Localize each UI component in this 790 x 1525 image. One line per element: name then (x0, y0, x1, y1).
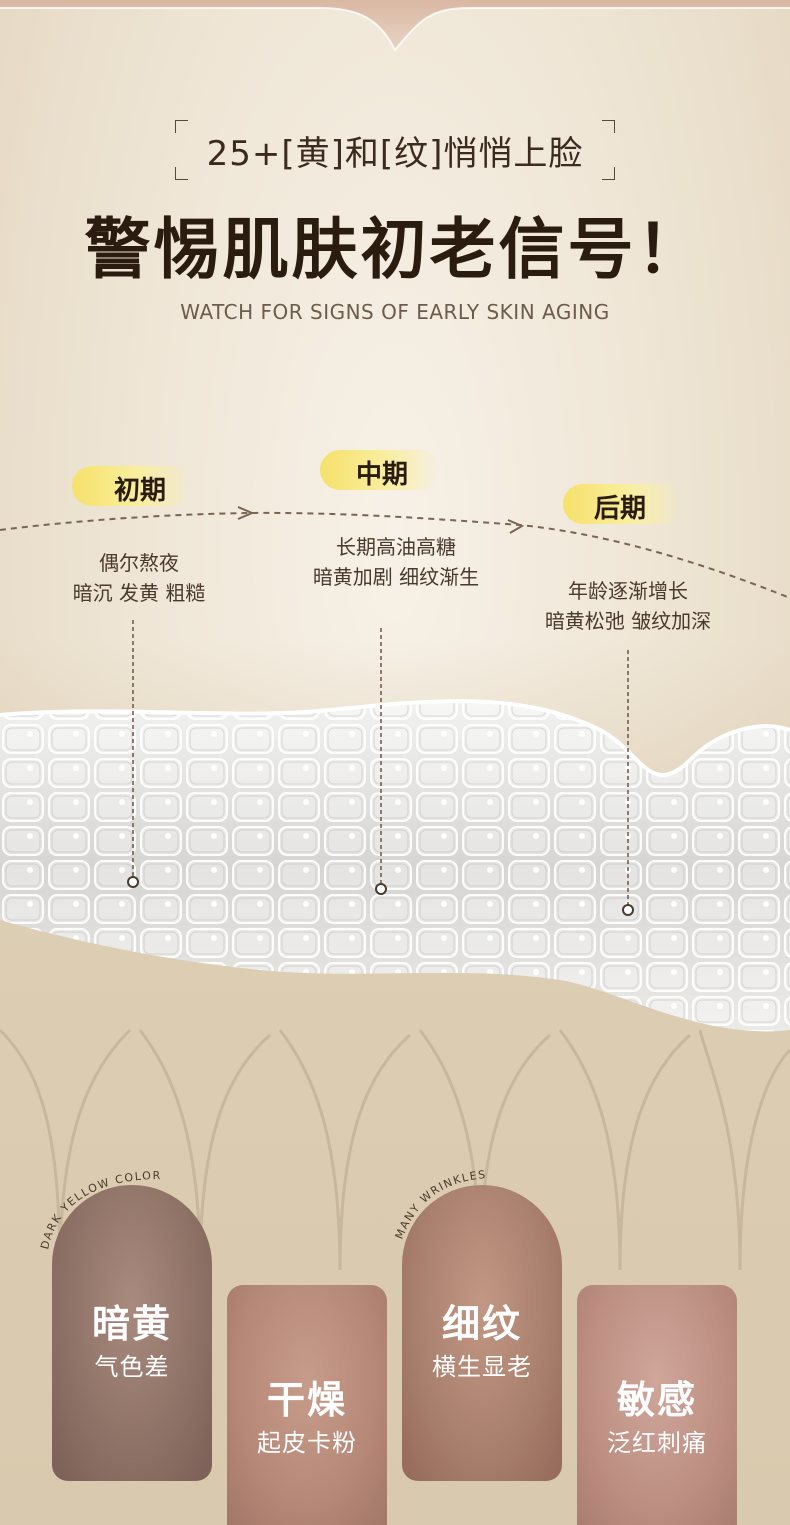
card-wrinkles: 细纹 横生显老 (402, 1185, 562, 1481)
pointer-dot (622, 904, 634, 916)
card-title: 细纹 (441, 1302, 522, 1346)
pointer-dot (127, 876, 139, 888)
stage-early-label: 初期 (114, 476, 167, 506)
corner-bracket (175, 167, 188, 180)
pointer-dot (375, 883, 387, 895)
arrow-icon (237, 506, 255, 520)
card-sensitive: 敏感 泛红刺痛 (577, 1285, 737, 1525)
card-subtitle: 泛红刺痛 (607, 1429, 707, 1457)
corner-bracket (602, 167, 615, 180)
stage-mid-pill (320, 450, 440, 490)
stage-early-desc-2: 暗沉 发黄 粗糙 (72, 581, 206, 605)
timeline-curve (0, 506, 790, 599)
card-title: 干燥 (266, 1378, 347, 1422)
card-dry: 干燥 起皮卡粉 (227, 1285, 387, 1525)
card-title: 暗黄 (91, 1302, 172, 1346)
top-face-shape (0, 0, 790, 52)
subtitle: 25+[黄]和[纹]悄悄上脸 (206, 134, 584, 174)
english-title: WATCH FOR SIGNS OF EARLY SKIN AGING (180, 300, 610, 324)
arrow-icon (507, 519, 525, 534)
subtitle-frame: 25+[黄]和[纹]悄悄上脸 (175, 120, 615, 180)
card-title: 敏感 (616, 1378, 697, 1422)
stage-early-pill (72, 466, 192, 506)
card-subtitle: 气色差 (94, 1353, 170, 1381)
card-dark-yellow: 暗黄 气色差 (52, 1185, 212, 1481)
corner-bracket (175, 120, 188, 133)
main-title: 警惕肌肤初老信号！ (84, 211, 706, 288)
stage-late-desc-2: 暗黄松弛 皱纹加深 (544, 609, 712, 633)
corner-bracket (602, 120, 615, 133)
stage-mid-desc-2: 暗黄加剧 细纹渐生 (312, 565, 480, 589)
stage-mid-desc-1: 长期高油高糖 (336, 535, 456, 559)
stage-mid-label: 中期 (356, 460, 409, 490)
skin-layer-illustration (0, 620, 790, 1032)
stage-late-label: 后期 (594, 494, 647, 524)
stage-late-desc-1: 年龄逐渐增长 (568, 579, 688, 603)
card-subtitle: 起皮卡粉 (257, 1429, 357, 1457)
card-subtitle: 横生显老 (432, 1353, 532, 1381)
stage-early-desc-1: 偶尔熬夜 (99, 551, 179, 575)
stage-late-pill (563, 484, 683, 524)
